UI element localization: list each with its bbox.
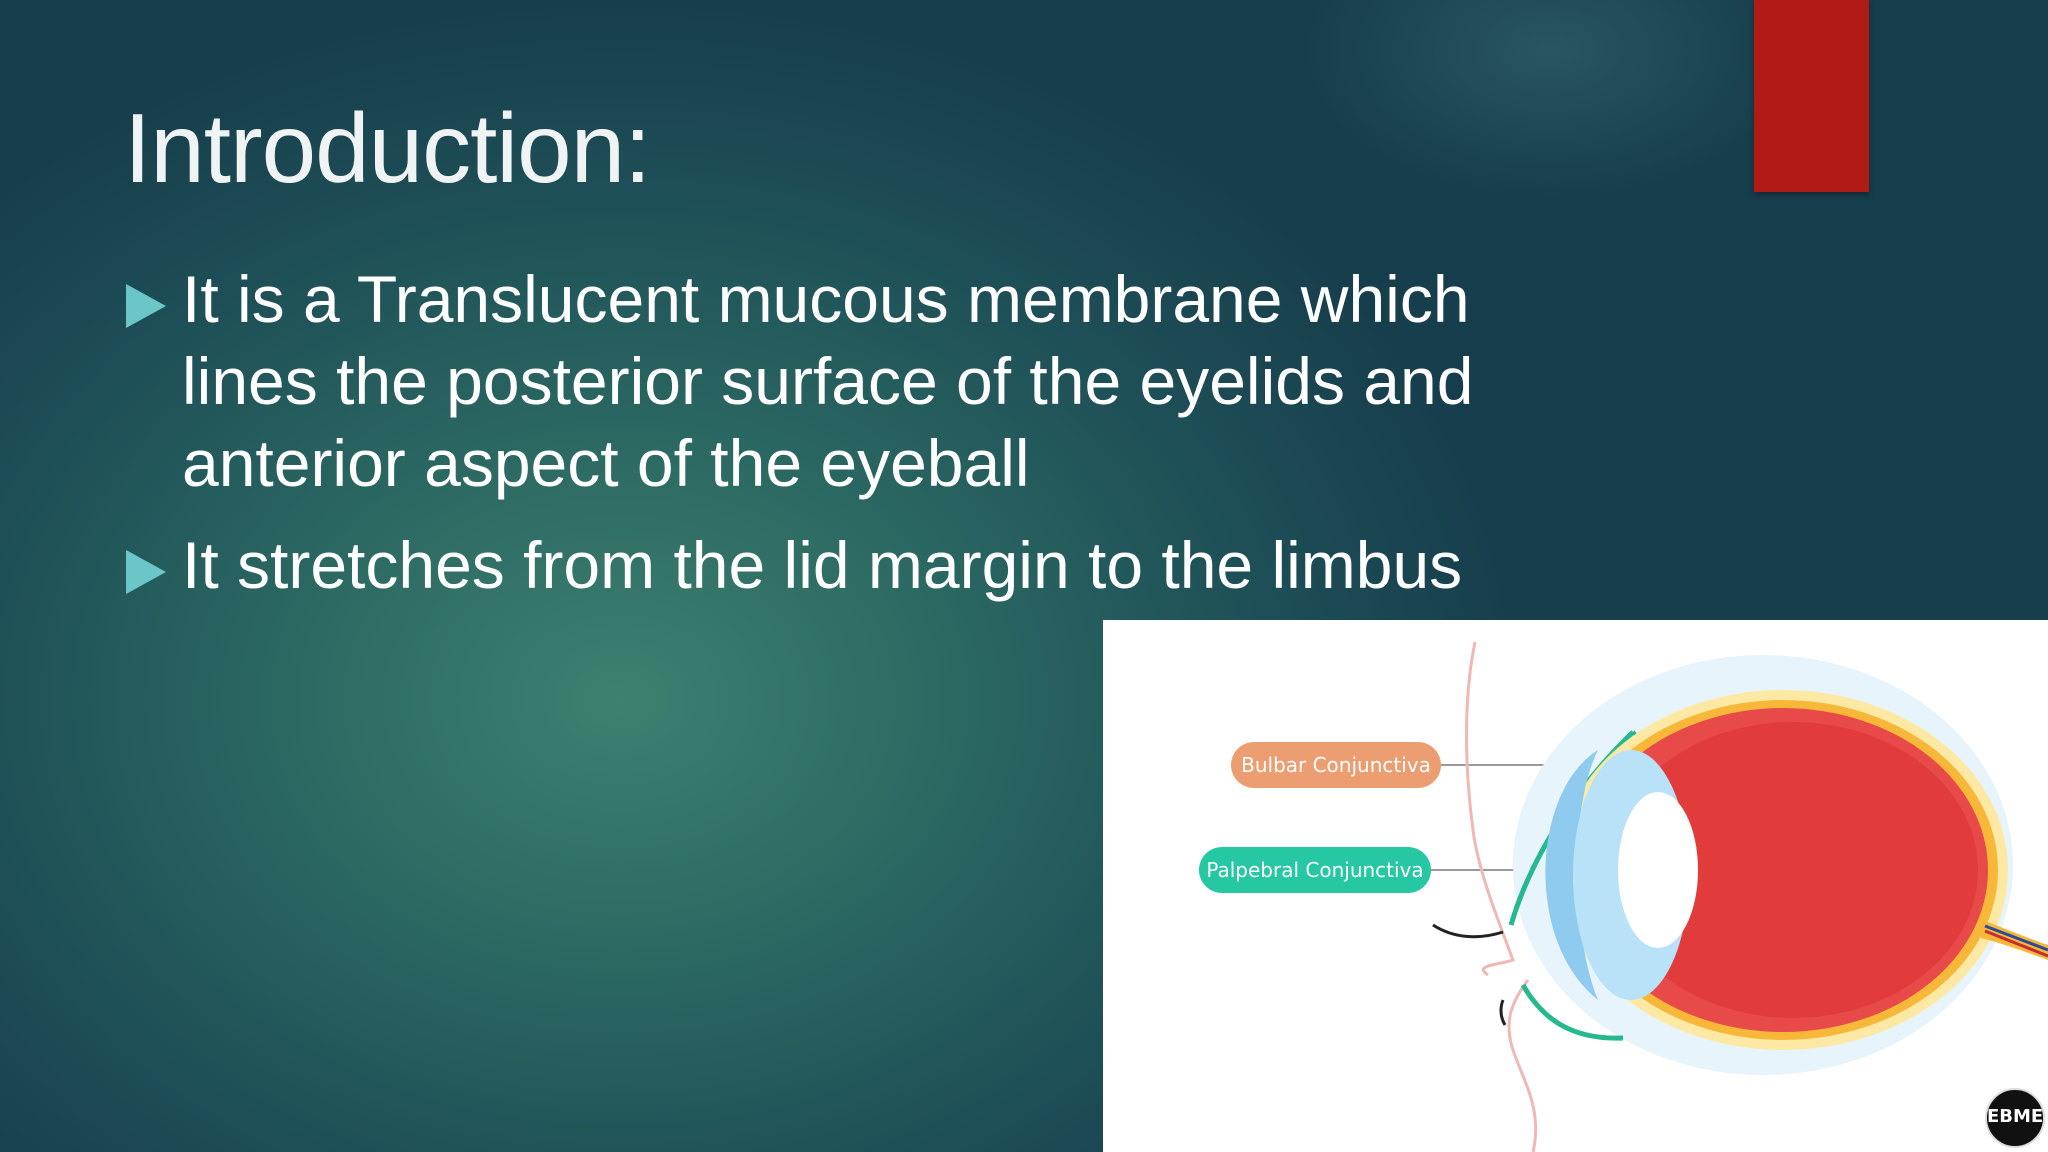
decorative-red-tab	[1754, 0, 1869, 192]
bulbar-conjunctiva-label: Bulbar Conjunctiva	[1231, 742, 1441, 788]
palpebral-conjunctiva-label: Palpebral Conjunctiva	[1199, 847, 1431, 893]
logo-badge-icon: EBME	[1985, 1088, 2045, 1148]
triangle-bullet-icon	[126, 550, 166, 594]
background-glow	[1300, 0, 1800, 200]
eye-anatomy-svg	[1431, 641, 2048, 1152]
bullet-list: It is a Translucent mucous membrane whic…	[126, 258, 1546, 626]
bullet-item: It stretches from the lid margin to the …	[126, 524, 1546, 606]
slide-title: Introduction:	[124, 93, 651, 203]
bullet-text: It stretches from the lid margin to the …	[182, 528, 1463, 602]
bullet-text: It is a Translucent mucous membrane whic…	[182, 262, 1474, 500]
bullet-item: It is a Translucent mucous membrane whic…	[126, 258, 1546, 504]
eye-diagram: Bulbar Conjunctiva Palpebral Conjunctiva	[1103, 620, 2048, 1152]
triangle-bullet-icon	[126, 284, 166, 328]
